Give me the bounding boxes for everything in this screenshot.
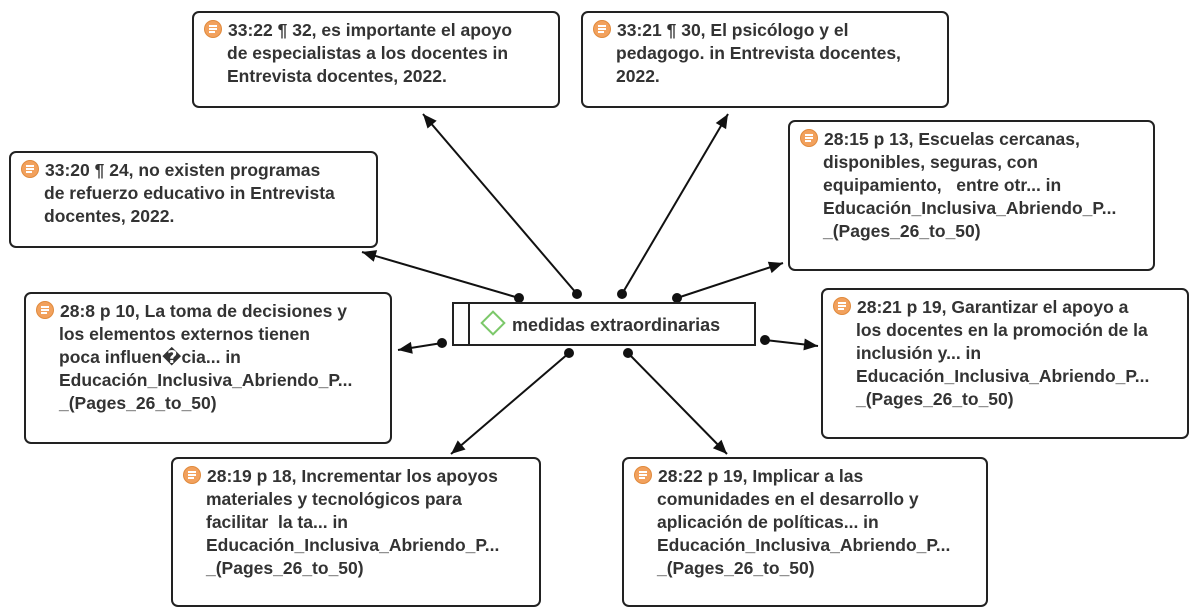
quotation-line: aplicación de políticas... in (657, 512, 879, 532)
document-quote-icon (833, 297, 851, 315)
quotation-line: inclusión y... in (856, 343, 982, 363)
quotation-line: 28:19 p 18, Incrementar los apoyos (207, 466, 498, 486)
document-quote-icon (800, 129, 818, 147)
link-start-dot (514, 293, 524, 303)
quotation-line: 28:21 p 19, Garantizar el apoyo a (857, 297, 1129, 317)
quotation-line: pedagogo. in Entrevista docentes, (616, 43, 901, 63)
link-line (450, 352, 570, 455)
quotation-line: 2022. (616, 66, 660, 86)
document-quote-icon (593, 20, 611, 38)
link-start-dot (623, 348, 633, 358)
quotation-line: Educación_Inclusiva_Abriendo_P... (206, 535, 500, 555)
link-arrowhead (362, 250, 378, 262)
link-start-dot (617, 289, 627, 299)
quotation-node[interactable]: 33:20 ¶ 24, no existen programas de refu… (9, 151, 378, 248)
quotation-line: 28:8 p 10, La toma de decisiones y (60, 301, 347, 321)
quotation-line: poca influen�cia... in (59, 347, 241, 367)
quotation-line: Educación_Inclusiva_Abriendo_P... (823, 198, 1117, 218)
quotation-line: facilitar la ta... in (206, 512, 348, 532)
code-diamond-icon (480, 310, 506, 336)
code-node-strip (468, 304, 470, 344)
quotation-node[interactable]: 28:21 p 19, Garantizar el apoyo a los do… (821, 288, 1189, 439)
link-line (621, 113, 729, 295)
quotation-line: materiales y tecnológicos para (206, 489, 462, 509)
quotation-node[interactable]: 28:22 p 19, Implicar a las comunidades e… (622, 457, 988, 607)
quotation-line: _(Pages_26_to_50) (59, 393, 217, 413)
quotation-node[interactable]: 33:21 ¶ 30, El psicólogo y el pedagogo. … (581, 11, 949, 108)
link-line (676, 262, 784, 299)
quotation-line: de especialistas a los docentes in (227, 43, 509, 63)
code-label: medidas extraordinarias (512, 315, 721, 335)
quotation-line: los docentes en la promoción de la (856, 320, 1148, 340)
link-arrowhead (803, 338, 818, 351)
link-start-dot (437, 338, 447, 348)
document-quote-icon (634, 466, 652, 484)
quotation-line: Entrevista docentes, 2022. (227, 66, 447, 86)
link-start-dot (672, 293, 682, 303)
link-start-dot (572, 289, 582, 299)
quotation-line: _(Pages_26_to_50) (823, 221, 981, 241)
quotation-line: docentes, 2022. (44, 206, 175, 226)
quotation-line: Educación_Inclusiva_Abriendo_P... (59, 370, 353, 390)
quotation-node[interactable]: 28:15 p 13, Escuelas cercanas, disponibl… (788, 120, 1155, 271)
quotation-node[interactable]: 28:8 p 10, La toma de decisiones y los e… (24, 292, 392, 444)
quotation-line: _(Pages_26_to_50) (206, 558, 364, 578)
quotation-line: Educación_Inclusiva_Abriendo_P... (657, 535, 951, 555)
link-line (627, 352, 728, 455)
link-arrowhead (712, 439, 727, 454)
link-arrowhead (767, 261, 783, 274)
quotation-node[interactable]: 33:22 ¶ 32, es importante el apoyo de es… (192, 11, 560, 108)
link-arrowhead (398, 341, 413, 354)
quotation-line: equipamiento, entre otr... in (823, 175, 1062, 195)
link-line (422, 113, 578, 295)
link-start-dot (760, 335, 770, 345)
link-arrowhead (715, 114, 728, 130)
link-start-dot (564, 348, 574, 358)
document-quote-icon (36, 301, 54, 319)
quotation-line: Educación_Inclusiva_Abriendo_P... (856, 366, 1150, 386)
link-line (361, 251, 520, 299)
quotation-line: 28:15 p 13, Escuelas cercanas, (824, 129, 1080, 149)
link-arrowhead (451, 440, 466, 454)
code-node[interactable]: medidas extraordinarias (452, 302, 756, 346)
quotation-line: disponibles, seguras, con (823, 152, 1038, 172)
quotation-node[interactable]: 28:19 p 18, Incrementar los apoyos mater… (171, 457, 541, 607)
document-quote-icon (204, 20, 222, 38)
document-quote-icon (21, 160, 39, 178)
document-quote-icon (183, 466, 201, 484)
link-arrowhead (423, 114, 437, 129)
quotation-line: comunidades en el desarrollo y (657, 489, 919, 509)
quotation-line: _(Pages_26_to_50) (856, 389, 1014, 409)
quotation-line: 33:20 ¶ 24, no existen programas (45, 160, 321, 180)
quotation-line: los elementos externos tienen (59, 324, 310, 344)
quotation-line: 28:22 p 19, Implicar a las (658, 466, 864, 486)
quotation-line: _(Pages_26_to_50) (657, 558, 815, 578)
quotation-line: 33:22 ¶ 32, es importante el apoyo (228, 20, 513, 40)
quotation-line: 33:21 ¶ 30, El psicólogo y el (617, 20, 849, 40)
quotation-line: de refuerzo educativo in Entrevista (44, 183, 335, 203)
